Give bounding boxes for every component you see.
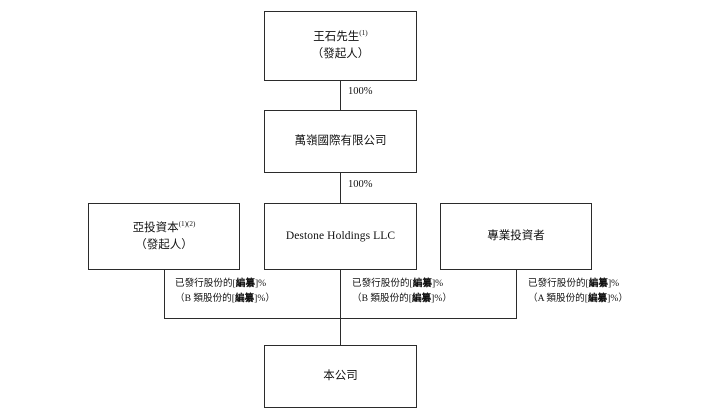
edge-label-founder-to-wanling: 100%	[348, 86, 373, 97]
connector-asia-capital-down	[164, 270, 165, 319]
edge-label-professional-to-company: 已發行股份的[編纂]% （A 類股份的[編纂]%）	[528, 277, 628, 307]
edge-label-asia-to-company: 已發行股份的[編纂]% （B 類股份的[編纂]%）	[175, 277, 275, 307]
node-destone-label-primary: Destone Holdings LLC	[285, 230, 396, 243]
edge-label-destone-to-company: 已發行股份的[編纂]% （B 類股份的[編纂]%）	[352, 277, 452, 307]
footnote-marker-1: (1)	[359, 29, 368, 38]
connector-wanling-to-destone	[340, 173, 341, 203]
edge-label-destone-row-1: 已發行股份的[編纂]%	[352, 278, 444, 289]
edge-label-asia-row-1: 已發行股份的[編纂]%	[175, 278, 267, 289]
connector-professional-investors-down	[516, 270, 517, 319]
connector-bus-to-company	[340, 318, 341, 345]
node-asia-investment-capital: 亞投資本(1)(2) （發起人）	[88, 203, 240, 270]
node-founder-label-primary: 王石先生(1)	[313, 29, 368, 44]
edge-label-asia-row-2: （B 類股份的[編纂]%）	[175, 292, 275, 304]
connector-destone-down	[340, 270, 341, 319]
node-professional-label-primary: 專業投資者	[487, 230, 545, 243]
node-founder-wang-shi: 王石先生(1) （發起人）	[264, 11, 417, 81]
node-company-label-primary: 本公司	[323, 370, 358, 383]
node-wanling-international: 萬嶺國際有限公司	[264, 110, 417, 173]
edge-label-professional-row-1: 已發行股份的[編纂]%	[528, 278, 620, 289]
node-our-company: 本公司	[264, 345, 417, 408]
edge-label-professional-row-2: （A 類股份的[編纂]%）	[528, 292, 628, 304]
edge-label-wanling-to-destone: 100%	[348, 179, 373, 190]
edge-label-destone-row-2: （B 類股份的[編纂]%）	[352, 292, 452, 304]
node-founder-label-secondary: （發起人）	[311, 48, 370, 60]
node-wanling-label-primary: 萬嶺國際有限公司	[294, 135, 387, 148]
node-asia-label-primary: 亞投資本(1)(2)	[132, 220, 196, 234]
footnote-marker-1-2: (1)(2)	[178, 220, 196, 228]
connector-founder-to-wanling	[340, 81, 341, 110]
node-destone-holdings: Destone Holdings LLC	[264, 203, 417, 270]
node-asia-label-secondary: （發起人）	[135, 238, 193, 251]
node-professional-investors: 專業投資者	[440, 203, 592, 270]
